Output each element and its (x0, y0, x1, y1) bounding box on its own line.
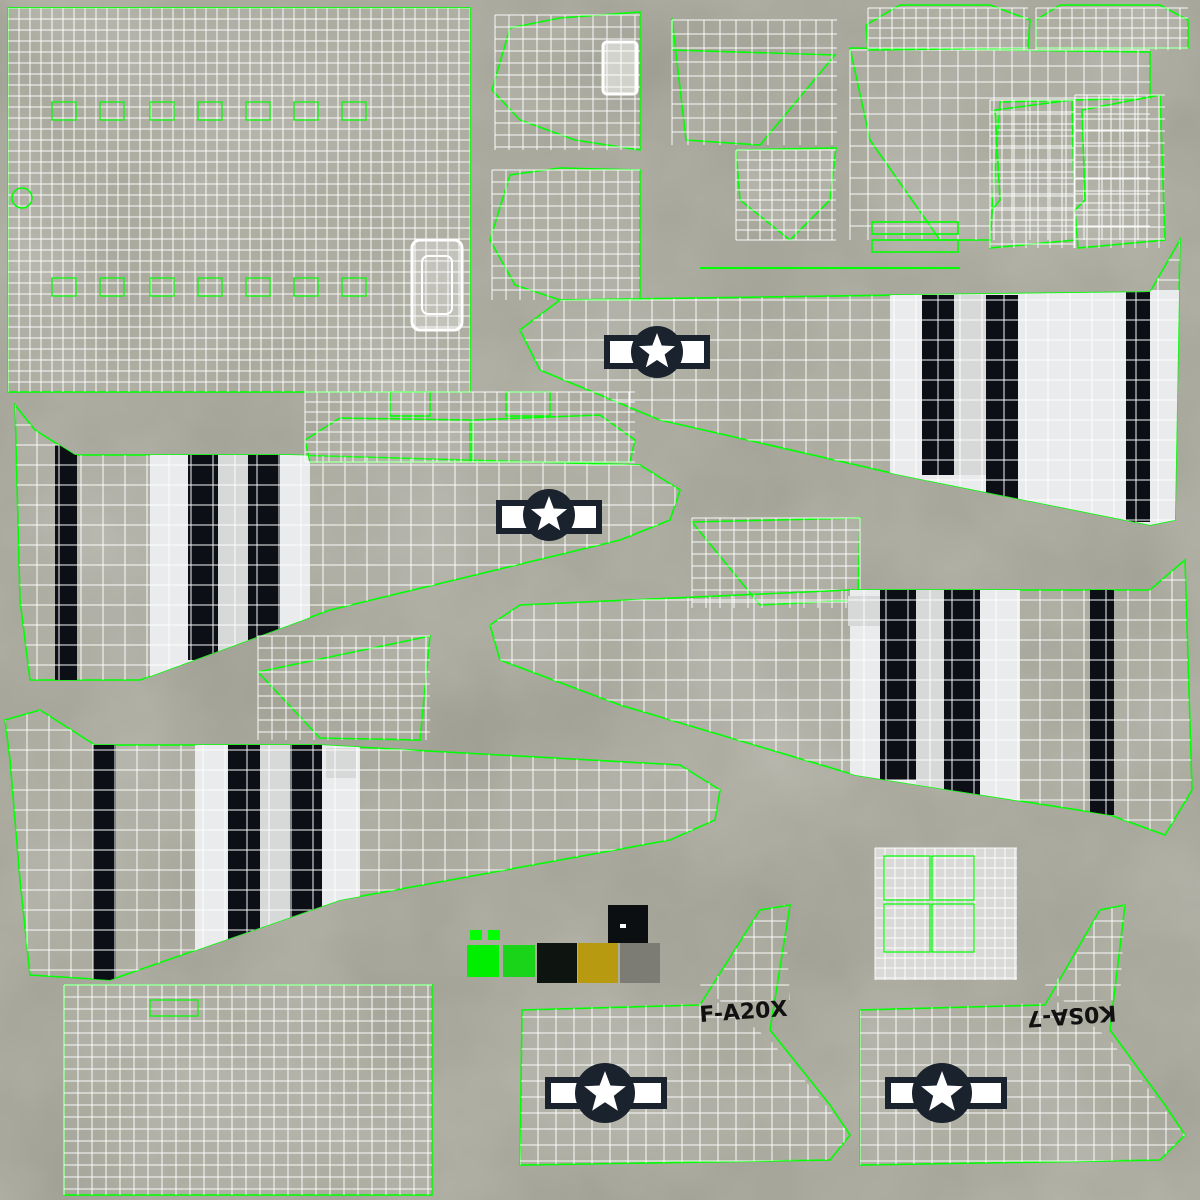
vertical-tail-right: K0SA-7 (859, 903, 1187, 1166)
center-strip (304, 391, 636, 463)
fuselage-port-hole (11, 187, 33, 209)
tail-code-left: F-A20X (699, 997, 789, 1028)
engine-cowl-left (989, 99, 1076, 249)
wing-panel-right-lower (489, 558, 1193, 836)
stabilizer-piece-a (671, 17, 837, 146)
engine-cowl-right (1074, 94, 1166, 249)
spinner-piece (735, 147, 837, 242)
fuselage-windows-top (51, 101, 367, 121)
nose-piece-lower (489, 167, 641, 301)
small-strips (700, 221, 960, 269)
roundel-wing-left-upper (496, 489, 602, 541)
nose-piece-upper (491, 11, 641, 151)
cockpit-panel (874, 847, 1017, 980)
rib-panels (63, 984, 433, 1196)
fuselage-panel (7, 7, 471, 393)
material-swatches (467, 905, 660, 983)
fuselage-windows-bottom (51, 277, 367, 297)
fin-piece-left (256, 634, 431, 741)
top-pod-right (1035, 4, 1189, 50)
fuselage-door (410, 238, 464, 332)
roundel-tail-right (885, 1063, 1007, 1123)
roundel-tail-left (545, 1063, 667, 1123)
roundel-wing-right-upper (604, 326, 710, 378)
tail-code-right: K0SA-7 (1026, 1000, 1117, 1031)
top-pod-left (865, 4, 1031, 51)
